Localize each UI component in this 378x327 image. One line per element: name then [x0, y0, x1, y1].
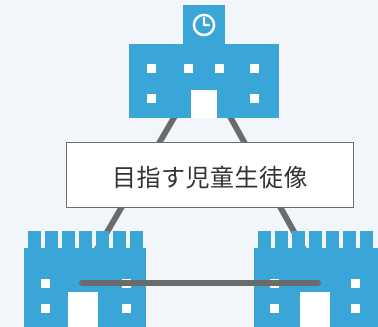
goal-label: 目指す児童生徒像 — [112, 163, 308, 192]
goal-label-box: 目指す児童生徒像 — [66, 142, 354, 208]
school-building-icon — [254, 231, 378, 327]
school-building-icon — [129, 5, 279, 118]
clock-icon — [192, 13, 216, 37]
school-building-icon — [24, 231, 146, 327]
